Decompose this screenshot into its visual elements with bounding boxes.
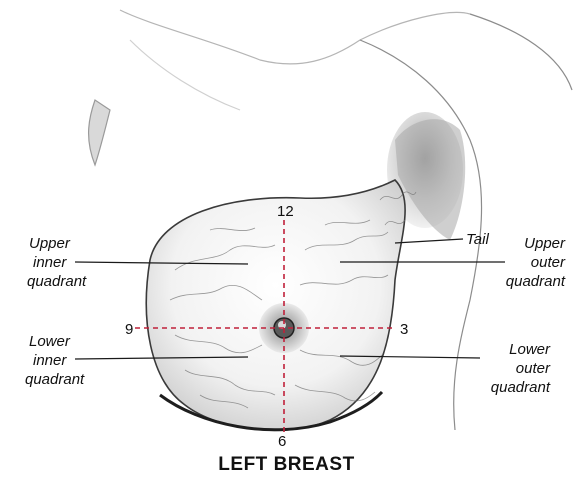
leader-tail	[395, 239, 463, 243]
label-tail: Tail	[466, 230, 489, 249]
axilla-fold	[395, 119, 465, 240]
label-lower-inner-quadrant: Lower inner quadrant	[25, 332, 84, 389]
clock-6-label: 6	[278, 433, 286, 450]
label-upper-outer-quadrant: Upper outer quadrant	[495, 234, 565, 291]
diagram-title: LEFT BREAST	[0, 454, 573, 476]
clock-3-label: 3	[400, 321, 408, 338]
label-upper-inner-quadrant: Upper inner quadrant	[27, 234, 86, 291]
label-lower-outer-quadrant: Lower outer quadrant	[478, 340, 550, 397]
clock-9-label: 9	[125, 321, 133, 338]
clock-12-label: 12	[277, 203, 294, 220]
